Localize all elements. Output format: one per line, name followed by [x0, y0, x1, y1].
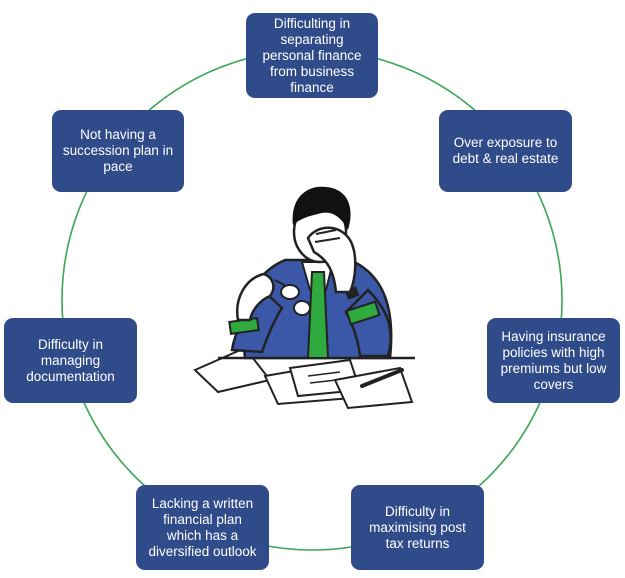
issue-box-post-tax-returns: Difficulty in maximising post tax return…	[351, 485, 484, 570]
stressed-businessman-icon	[193, 186, 415, 410]
issue-box-succession-plan: Not having a succession plan in pace	[52, 110, 184, 192]
issue-box-debt-real-estate: Over exposure to debt & real estate	[439, 110, 572, 192]
issue-box-financial-plan: Lacking a written financial plan which h…	[136, 485, 269, 570]
issue-box-insurance-premiums: Having insurance policies with high prem…	[487, 318, 620, 403]
issue-box-documentation: Difficulty in managing documentation	[4, 318, 137, 403]
issue-box-finance-separation: Difficulting in separating personal fina…	[246, 13, 378, 98]
